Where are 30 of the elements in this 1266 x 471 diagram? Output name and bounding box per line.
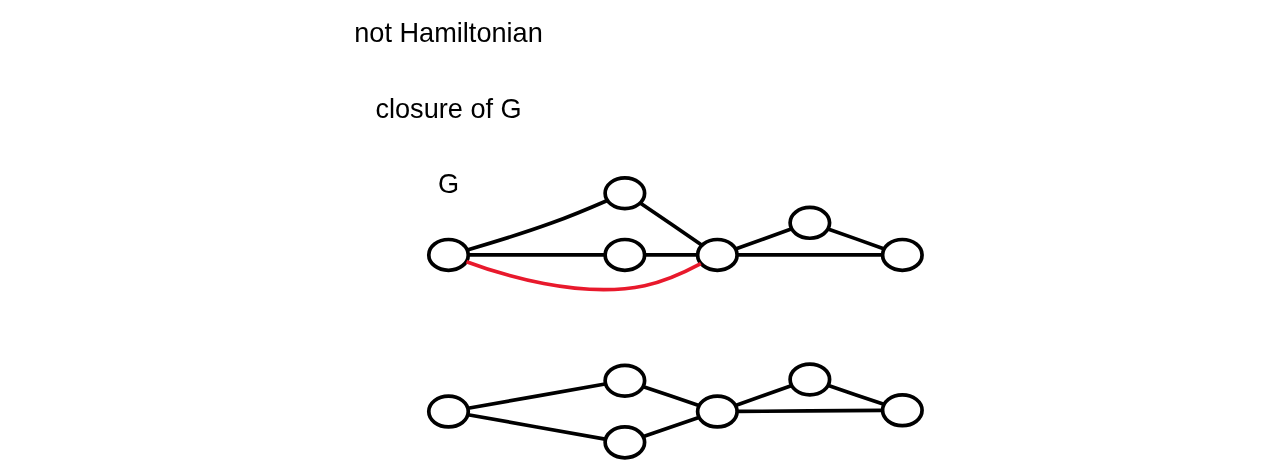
node-circle: [787, 362, 831, 397]
node-circle: [880, 237, 924, 273]
connector: [644, 253, 697, 257]
node-circle: [426, 237, 470, 273]
node-circle: [602, 363, 646, 398]
connector: [734, 227, 792, 251]
node-circle: [695, 394, 739, 429]
node-circle: [787, 205, 831, 241]
connector: [736, 253, 883, 257]
connector: [466, 198, 608, 252]
label: closure of G: [374, 92, 522, 124]
connector: [467, 382, 605, 411]
node-circle: [695, 237, 739, 273]
connector: [827, 383, 884, 407]
connector: [826, 227, 884, 251]
connector: [467, 253, 605, 257]
node-circle: [602, 237, 646, 273]
node-circle: [602, 176, 646, 211]
connector: [736, 408, 883, 414]
connector: [467, 412, 605, 441]
connector: [734, 383, 792, 408]
connector: [639, 201, 703, 247]
node-circle: [602, 425, 646, 460]
node-circle: [426, 394, 470, 429]
connector: [465, 259, 702, 292]
connector: [642, 384, 699, 408]
connector: [642, 415, 699, 439]
label: not Hamiltonian: [353, 17, 543, 49]
label: G: [437, 167, 459, 199]
node-circle: [880, 393, 924, 428]
